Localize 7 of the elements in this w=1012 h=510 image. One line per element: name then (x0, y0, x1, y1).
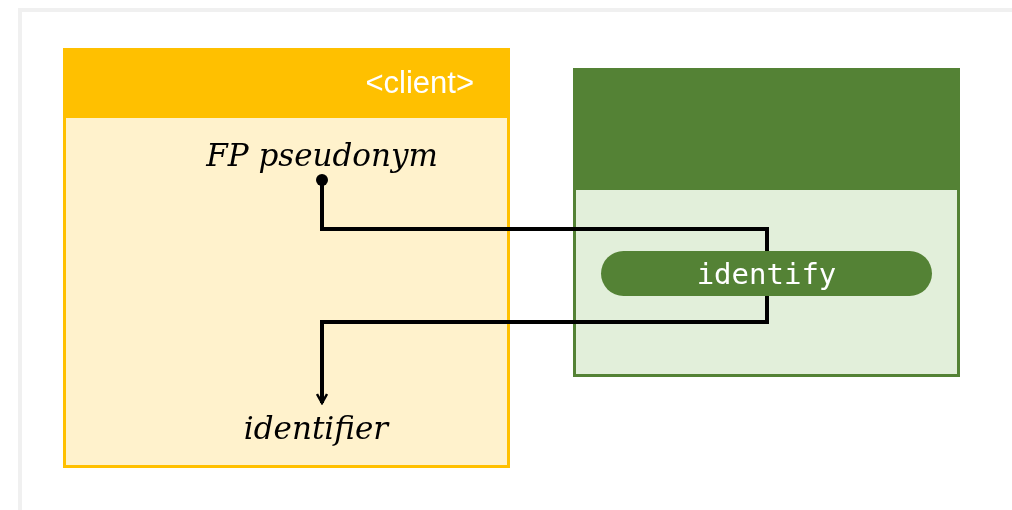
panel-header: <client> (63, 48, 510, 118)
container-panel (63, 48, 510, 468)
container-panel (573, 68, 960, 377)
connector-arrow (315, 296, 769, 405)
variable-label: identifier (200, 403, 432, 453)
variable-label: FP pseudonym (172, 130, 472, 180)
function-pill: identify (601, 251, 932, 296)
